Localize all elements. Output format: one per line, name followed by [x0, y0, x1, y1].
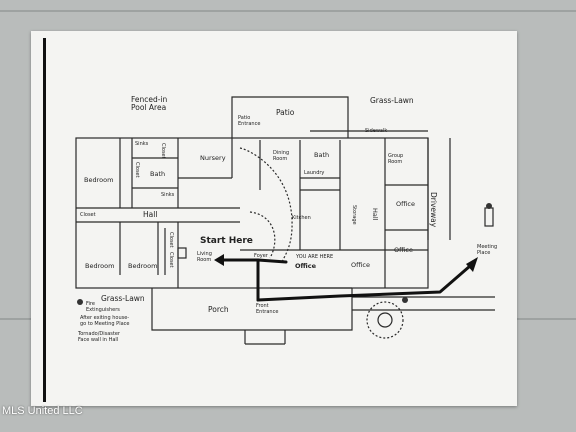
tree-icon	[366, 301, 404, 339]
fire-extinguisher-icon	[402, 297, 408, 303]
label-front-entrance: Front Entrance	[256, 303, 279, 315]
label-patio-entrance: Patio Entrance	[238, 115, 261, 127]
label-office-mid: Office	[394, 246, 413, 254]
margin-bar	[43, 38, 46, 402]
label-sidewalk: Sidewalk	[365, 128, 388, 134]
label-closet-bottom-a: Closet	[168, 232, 174, 248]
label-closet-bottom-b: Closet	[168, 252, 174, 268]
label-office-bottom: Office	[351, 261, 370, 269]
evacuation-route	[218, 258, 472, 302]
label-driveway: Driveway	[429, 192, 438, 228]
label-closet-mid: Closet	[134, 162, 140, 178]
label-kitchen: Kitchen	[292, 215, 311, 221]
watermark: MLS United LLC	[2, 405, 83, 417]
label-legend-tornado: Tornado/Disaster Face wall in Hall	[78, 331, 120, 343]
label-laundry: Laundry	[304, 170, 325, 176]
patio-outline	[231, 96, 349, 138]
label-legend-fire: Fire Extinguishers	[86, 301, 120, 313]
label-closet-left: Closet	[80, 212, 96, 218]
label-foyer: Foyer	[254, 253, 268, 259]
fire-extinguisher-icon	[77, 299, 83, 305]
label-bedroom-bottom-left: Bedroom	[85, 262, 115, 270]
label-bedroom-bottom-mid: Bedroom	[128, 262, 158, 270]
staircase	[239, 147, 293, 263]
porch-outline	[151, 288, 353, 331]
label-office-here: Office	[295, 262, 317, 270]
label-office-top: Office	[396, 200, 415, 208]
label-porch: Porch	[208, 305, 229, 314]
label-sinks-mid: Sinks	[161, 192, 175, 198]
label-bath-left: Bath	[150, 170, 166, 178]
label-dining-room: Dining Room	[273, 150, 290, 162]
route-arrowheads	[214, 254, 478, 272]
label-pool: Fenced-in Pool Area	[131, 95, 168, 112]
label-patio: Patio	[276, 108, 295, 117]
label-bath-center: Bath	[314, 151, 330, 159]
label-legend-exit: After exiting house- go to Meeting Place	[80, 315, 130, 327]
label-living-room: Living Room	[197, 251, 212, 263]
label-sinks-top: Sinks	[135, 141, 149, 147]
label-grass-lawn-top: Grass-Lawn	[370, 96, 414, 105]
label-meeting-place: Meeting Place	[477, 244, 498, 256]
label-grass-lawn-bottom: Grass-Lawn	[101, 294, 145, 303]
label-nursery: Nursery	[200, 154, 226, 162]
label-you-are-here: YOU ARE HERE	[296, 254, 334, 260]
label-storage: Storage	[351, 205, 357, 225]
label-hall-left: Hall	[143, 210, 158, 219]
label-bedroom-left: Bedroom	[84, 176, 114, 184]
label-closet-top: Closet	[160, 143, 166, 159]
meeting-place-icon	[484, 207, 494, 227]
label-group-room: Group Room	[388, 153, 404, 165]
label-start-here: Start Here	[200, 236, 253, 246]
label-hall-right: Hall	[371, 208, 379, 221]
